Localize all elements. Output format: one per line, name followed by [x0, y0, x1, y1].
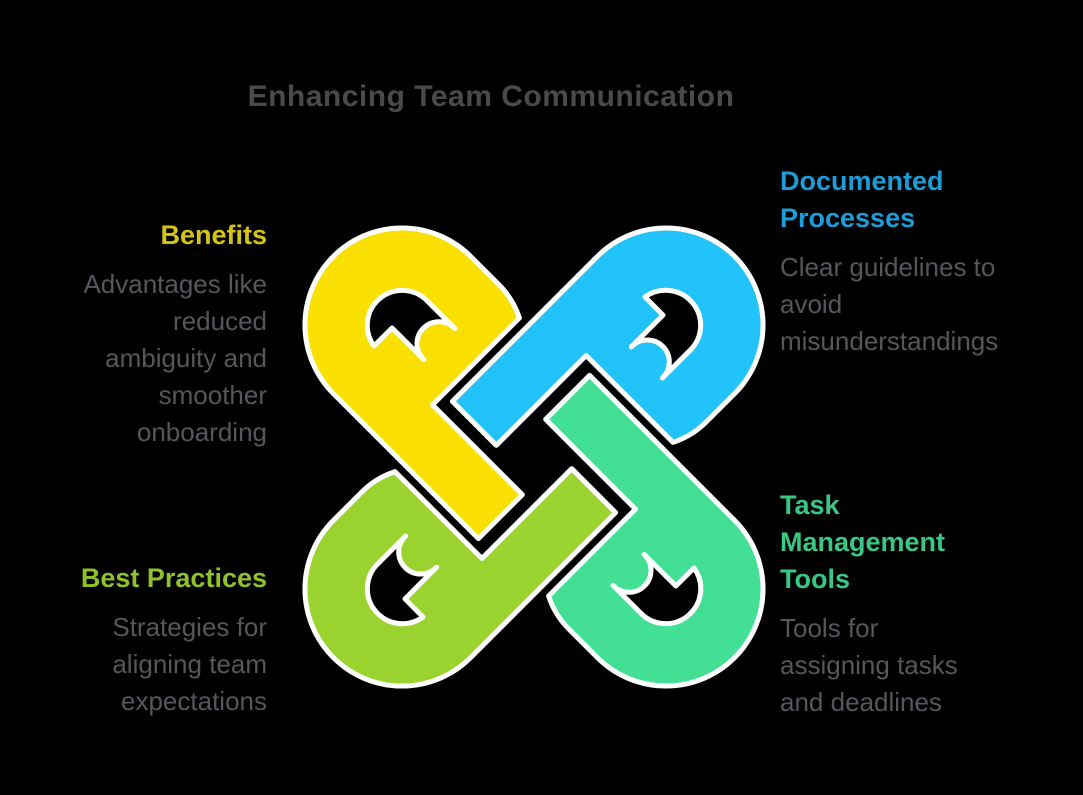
page-title: Enhancing Team Communication [247, 80, 735, 114]
section-benefits-body: Advantages like reduced ambiguity and sm… [83, 269, 267, 447]
section-best-practices-body: Strategies for aligning team expectation… [112, 612, 267, 716]
section-best-practices-label: Best Practices [80, 563, 267, 593]
section-task-management-tools-body: Tools for assigning tasks and deadlines [780, 613, 958, 717]
section-documented-processes-body: Clear guidelines to avoid misunderstandi… [780, 252, 999, 356]
section-documented-processes: Documented Processes Clear guidelines to… [780, 163, 1052, 360]
section-best-practices: Best Practices Strategies for aligning t… [40, 560, 267, 720]
section-benefits-label: Benefits [160, 220, 267, 250]
section-documented-processes-label: Documented Processes [780, 166, 944, 233]
section-task-management-tools: Task Management Tools Tools for assignin… [780, 487, 1052, 721]
interlocking-knot-graphic [298, 221, 770, 693]
section-task-management-tools-label: Task Management Tools [780, 490, 946, 594]
section-benefits: Benefits Advantages like reduced ambigui… [40, 217, 267, 451]
